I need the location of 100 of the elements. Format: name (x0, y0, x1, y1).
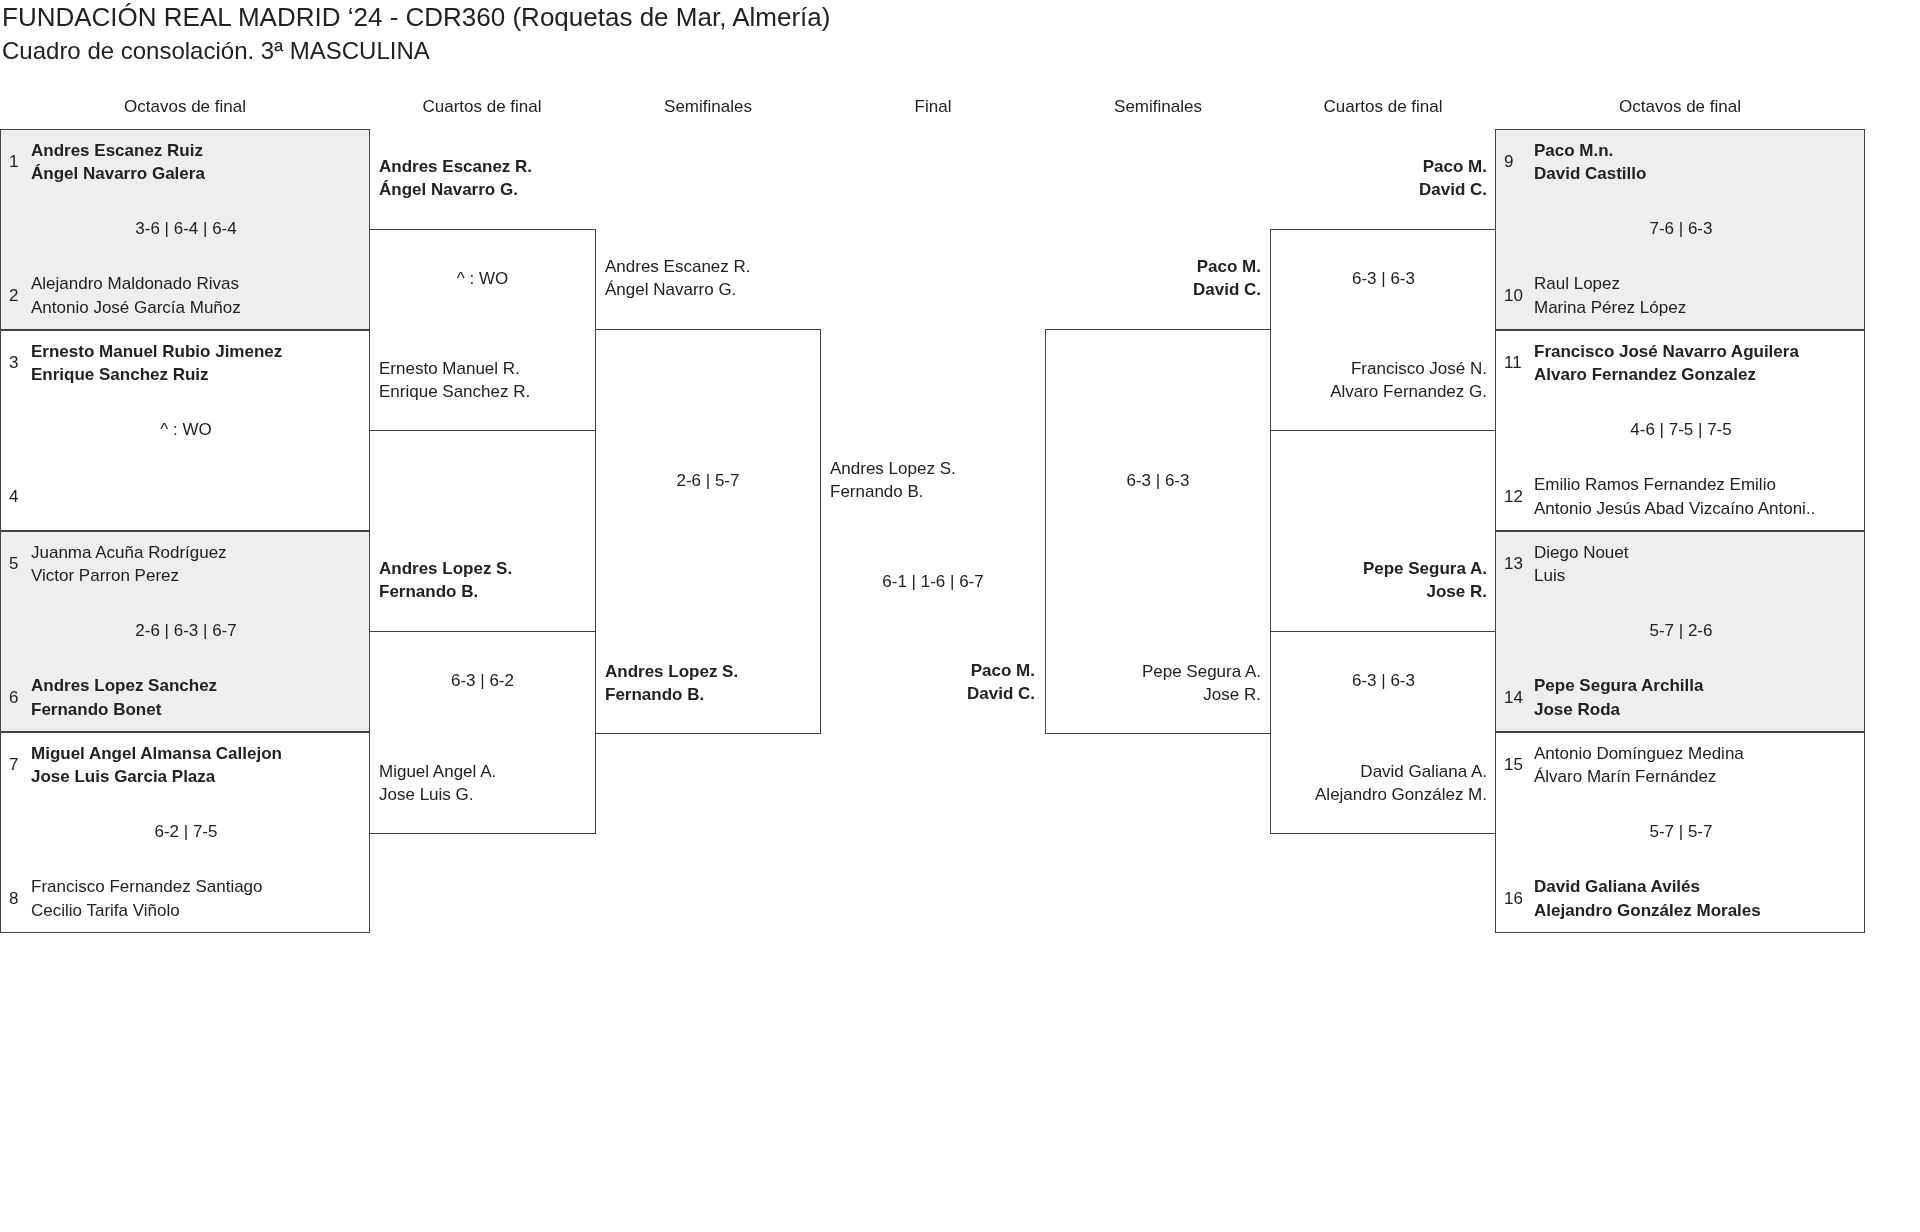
match-box (0, 732, 370, 933)
player-name: Andres Escanez R. (379, 156, 533, 178)
match-score: 6-3 | 6-3 (1351, 670, 1416, 692)
match-score: 2-6 | 5-7 (675, 470, 741, 492)
seed-number: 2 (9, 285, 19, 307)
match-score: 5-7 | 5-7 (1648, 821, 1714, 843)
player-name: Diego Nouet (1534, 542, 1629, 564)
seed-number: 3 (9, 352, 19, 374)
player-name: Jose Luis G. (379, 784, 474, 806)
seed-number: 9 (1504, 151, 1514, 173)
player-name: Cecilio Tarifa Viñolo (31, 900, 180, 922)
match-box (0, 129, 370, 330)
round-heading: Semifinales (663, 96, 753, 118)
player-name: Paco M. (1196, 256, 1261, 278)
match-score: 5-7 | 2-6 (1648, 620, 1714, 642)
player-name: Enrique Sanchez Ruiz (31, 364, 209, 386)
player-name: Andres Escanez Ruiz (31, 140, 203, 162)
player-name: Fernando B. (379, 581, 479, 603)
player-name: Andres Lopez S. (830, 458, 956, 480)
seed-number: 1 (9, 151, 19, 173)
player-name: Juanma Acuña Rodríguez (31, 542, 227, 564)
player-name: David C. (1418, 179, 1487, 201)
seed-number: 16 (1504, 888, 1523, 910)
player-name: Alejandro González M. (1315, 784, 1487, 806)
seed-number: 15 (1504, 754, 1523, 776)
match-box (1495, 330, 1865, 531)
player-name: Jose Roda (1534, 699, 1620, 721)
player-name: Álvaro Marín Fernández (1534, 766, 1717, 788)
player-name: Luis (1534, 565, 1566, 587)
seed-number: 8 (9, 888, 19, 910)
seed-number: 14 (1504, 687, 1523, 709)
player-name: Miguel Angel A. (379, 761, 497, 783)
player-name: Andres Lopez S. (379, 558, 513, 580)
player-name: Victor Parron Perez (31, 565, 180, 587)
player-name: Ernesto Manuel Rubio Jimenez (31, 341, 283, 363)
round-heading: Octavos de final (1618, 96, 1742, 118)
title: FUNDACIÓN REAL MADRID ‘24 - CDR360 (Roquetas de Mar, Almería) (2, 2, 831, 32)
match-score: 2-6 | 6-3 | 6-7 (134, 620, 238, 642)
seed-number: 10 (1504, 285, 1523, 307)
player-name: Antonio Domínguez Medina (1534, 743, 1744, 765)
player-name: Fernando Bonet (31, 699, 162, 721)
match-score: 6-2 | 7-5 (153, 821, 219, 843)
player-name: Ángel Navarro G. (605, 279, 737, 301)
player-name: Marina Pérez López (1534, 297, 1687, 319)
player-name: Jose R. (1426, 581, 1487, 603)
player-name: Alejandro González Morales (1534, 900, 1761, 922)
player-name: Antonio Jesús Abad Vizcaíno Antoni.. (1534, 498, 1816, 520)
match-score: 7-6 | 6-3 (1648, 218, 1714, 240)
seed-number: 6 (9, 687, 19, 709)
player-name: Fernando B. (830, 481, 924, 503)
player-name: David C. (965, 683, 1035, 705)
player-name: Alvaro Fernandez Gonzalez (1534, 364, 1756, 386)
player-name: Francisco Fernandez Santiago (31, 876, 263, 898)
player-name: Pepe Segura A. (1362, 558, 1487, 580)
player-name: Pepe Segura Archilla (1534, 675, 1704, 697)
player-name: Jose R. (1203, 684, 1261, 706)
player-name: Andres Lopez S. (605, 661, 739, 683)
subtitle: Cuadro de consolación. 3ª MASCULINA (2, 35, 430, 65)
player-name: Alvaro Fernandez G. (1330, 381, 1487, 403)
match-score: 6-3 | 6-3 (1125, 470, 1191, 492)
seed-number: 13 (1504, 553, 1523, 575)
match-box (0, 330, 370, 531)
player-name: Miguel Angel Almansa Callejon (31, 743, 282, 765)
match-box (1495, 732, 1865, 933)
player-name: Francisco José N. (1350, 358, 1487, 380)
player-name: David Galiana Avilés (1534, 876, 1700, 898)
player-name: Francisco José Navarro Aguilera (1534, 341, 1799, 363)
player-name: Jose Luis Garcia Plaza (31, 766, 216, 788)
match-score: 6-3 | 6-2 (450, 670, 515, 692)
player-name: Paco M. (1422, 156, 1487, 178)
match-box (1495, 531, 1865, 732)
player-name: Ángel Navarro G. (379, 179, 518, 201)
round-heading: Final (913, 96, 953, 118)
match-score: 6-1 | 1-6 | 6-7 (881, 571, 985, 593)
player-name: Andres Escanez R. (605, 256, 751, 278)
player-name: David Galiana A. (1360, 761, 1487, 783)
player-name: David Castillo (1534, 163, 1647, 185)
player-name: Emilio Ramos Fernandez Emilio (1534, 474, 1776, 496)
player-name: Andres Lopez Sanchez (31, 675, 218, 697)
player-name: Ángel Navarro Galera (31, 163, 205, 185)
round-heading: Cuartos de final (421, 96, 543, 118)
player-name: Paco M.n. (1534, 140, 1614, 162)
match-score: 4-6 | 7-5 | 7-5 (1629, 419, 1733, 441)
player-name: Enrique Sanchez R. (379, 381, 531, 403)
match-score: ^ : WO (159, 419, 213, 441)
seed-number: 7 (9, 754, 19, 776)
match-box (1495, 129, 1865, 330)
round-heading: Cuartos de final (1322, 96, 1444, 118)
round-heading: Octavos de final (123, 96, 247, 118)
seed-number: 12 (1504, 486, 1523, 508)
match-score: 6-3 | 6-3 (1351, 268, 1416, 290)
player-name: Pepe Segura A. (1141, 661, 1261, 683)
player-name: Alejandro Maldonado Rivas (31, 273, 239, 295)
player-name: Ernesto Manuel R. (379, 358, 520, 380)
player-name: David C. (1192, 279, 1261, 301)
match-score: ^ : WO (455, 268, 510, 290)
round-heading: Semifinales (1113, 96, 1203, 118)
match-score: 3-6 | 6-4 | 6-4 (134, 218, 238, 240)
player-name: Fernando B. (605, 684, 705, 706)
seed-number: 4 (9, 486, 19, 508)
